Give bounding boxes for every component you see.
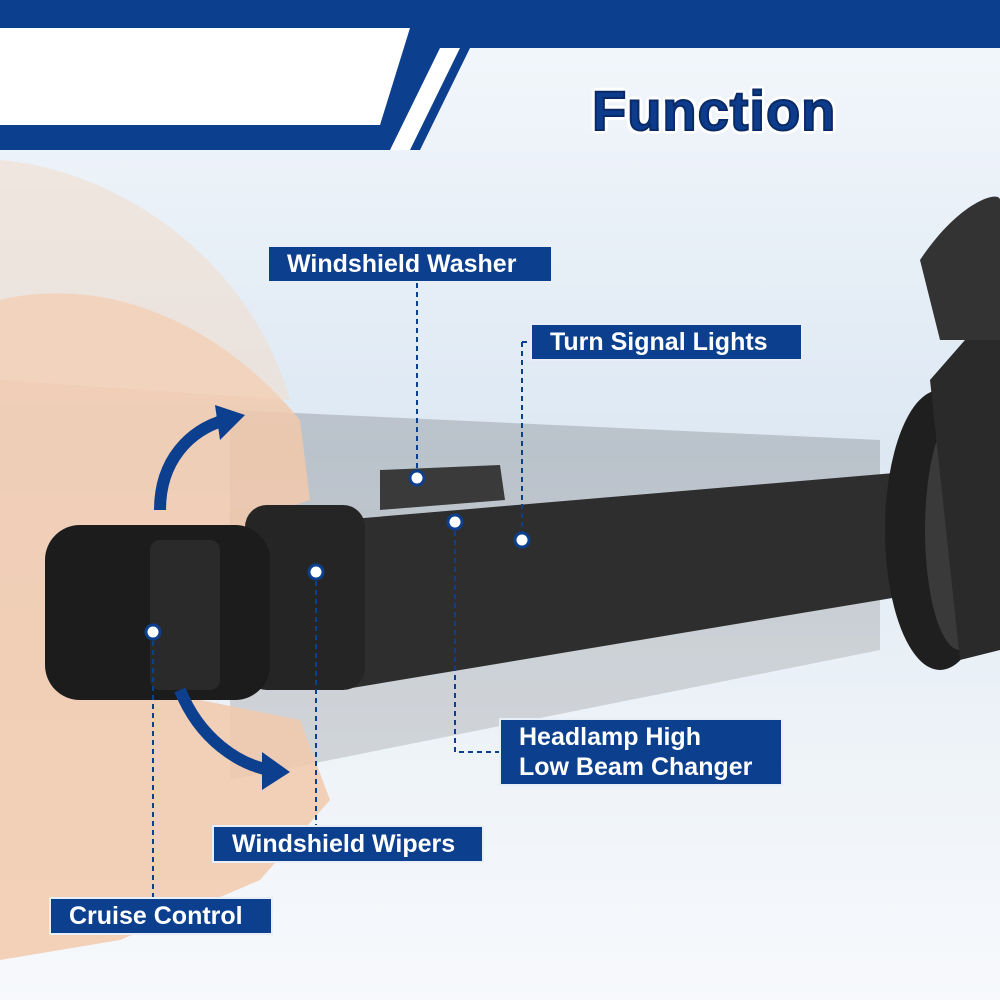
stalk-shaft: [340, 470, 940, 690]
label-headlamp-line1: Headlamp High: [519, 723, 701, 751]
callout-dots: [144, 469, 531, 641]
label-headlamp-line2: Low Beam Changer: [519, 753, 753, 781]
label-windshield-washer: Windshield Washer: [267, 245, 553, 283]
label-cruise-control: Cruise Control: [49, 897, 273, 935]
leader-lines: [152, 283, 530, 897]
page-title: Function: [591, 78, 837, 143]
label-windshield-wipers: Windshield Wipers: [212, 825, 484, 863]
label-turn-signal-lights: Turn Signal Lights: [530, 323, 803, 361]
header-banner: [0, 0, 1000, 150]
label-headlamp-changer: Headlamp High Low Beam Changer: [499, 718, 783, 786]
